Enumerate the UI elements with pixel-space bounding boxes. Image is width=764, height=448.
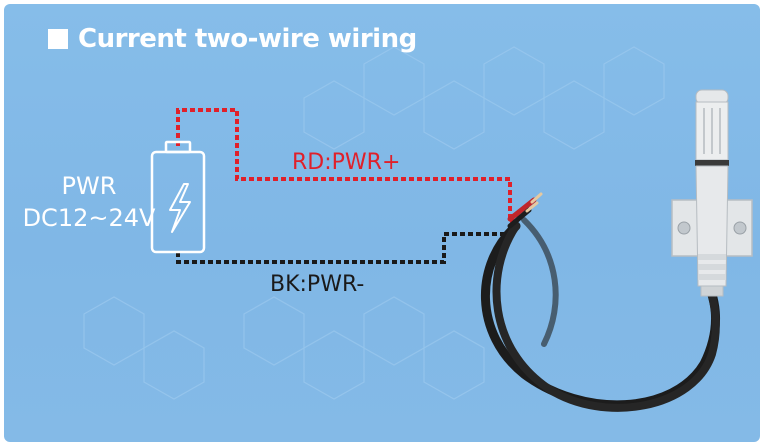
- wire-tips: [507, 192, 543, 229]
- diagram-title: Current two-wire wiring: [78, 24, 417, 54]
- black-wire-path: [176, 224, 518, 264]
- red-wire-label: RD:PWR+: [292, 150, 401, 175]
- hexagon-pattern: [83, 46, 665, 400]
- title-row: Current two-wire wiring: [48, 24, 417, 54]
- sensor-cable: [481, 217, 721, 412]
- sensor-probe-icon: [671, 89, 753, 297]
- wiring-diagram: [150, 89, 753, 412]
- power-label-voltage: DC12~24V: [22, 204, 156, 232]
- power-label-pwr: PWR: [61, 172, 117, 200]
- black-wire-label: BK:PWR-: [270, 272, 365, 297]
- diagram-frame: Current two-wire wiring: [4, 4, 760, 442]
- red-wire-path: [176, 108, 522, 226]
- battery-icon: [150, 140, 206, 254]
- lightning-icon: [169, 183, 191, 233]
- title-bullet-square: [48, 29, 68, 49]
